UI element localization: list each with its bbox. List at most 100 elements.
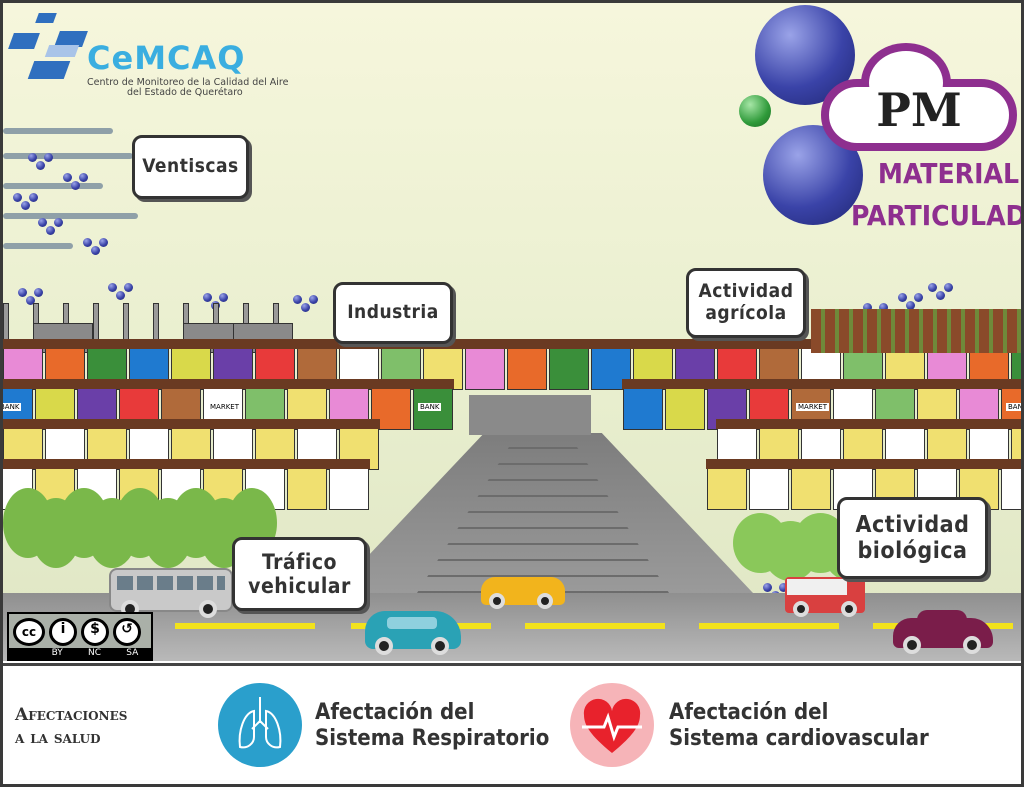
particle-icon xyxy=(26,296,35,305)
logo-subtitle-1: Centro de Monitoreo de la Calidad del Ai… xyxy=(87,77,289,88)
particle-icon xyxy=(763,583,772,592)
chimney xyxy=(3,303,9,343)
label-biologica-line2: biológica xyxy=(857,538,968,564)
heart-icon xyxy=(570,683,654,767)
particle-icon xyxy=(914,293,923,302)
store-sign: MARKET xyxy=(796,403,829,411)
particle-icon xyxy=(936,291,945,300)
house-icon xyxy=(706,459,748,510)
particle-icon xyxy=(63,173,72,182)
particle-icon xyxy=(219,293,228,302)
particle-icon xyxy=(21,201,30,210)
logo-subtitle-2: del Estado de Querétaro xyxy=(127,87,243,98)
car-blue-icon xyxy=(365,611,461,655)
particle-icon xyxy=(898,293,907,302)
lane-marking xyxy=(699,623,839,629)
particle-icon xyxy=(36,161,45,170)
logo-squares-icon xyxy=(7,9,88,89)
cc-license-badge: cc i $ ↺ BY NC SA xyxy=(7,612,153,661)
label-industria: Industria xyxy=(333,282,453,344)
cardio-line1: Afectación del xyxy=(669,700,829,725)
cemcaq-logo: CeMCAQ Centro de Monitoreo de la Calidad… xyxy=(7,9,288,98)
particle-icon xyxy=(13,193,22,202)
house-icon xyxy=(1000,459,1021,510)
store-sign: BANK xyxy=(1006,403,1021,411)
particle-icon xyxy=(879,303,888,312)
particle-icon xyxy=(54,218,63,227)
city-scene: CeMCAQ Centro de Monitoreo de la Calidad… xyxy=(3,3,1021,661)
lungs-icon xyxy=(218,683,302,767)
particle-icon xyxy=(34,288,43,297)
house-icon xyxy=(790,459,832,510)
taxi-icon xyxy=(481,577,565,609)
sharealike-icon: ↺ xyxy=(113,618,141,646)
pm-title: MATERIAL PARTICULADO xyxy=(851,153,1021,237)
particle-icon xyxy=(928,283,937,292)
attribution-icon: i xyxy=(49,618,77,646)
agricultural-field xyxy=(811,309,1021,353)
health-heading: Afectaciones a la salud xyxy=(15,704,127,750)
particle-sphere-small xyxy=(739,95,771,127)
lane-marking xyxy=(175,623,315,629)
license-by: BY xyxy=(51,648,63,658)
house-icon xyxy=(548,339,590,390)
label-agricola-line2: agrícola xyxy=(705,302,787,324)
store-sign: MARKET xyxy=(208,403,241,411)
house-icon xyxy=(286,459,328,510)
particle-icon xyxy=(99,238,108,247)
label-trafico-line1: Tráfico xyxy=(261,549,337,574)
particle-icon xyxy=(83,238,92,247)
license-sa: SA xyxy=(126,648,139,658)
chimney xyxy=(93,303,99,343)
respiratory-effect: Afectación del Sistema Respiratorio xyxy=(315,700,549,753)
noncommercial-icon: $ xyxy=(81,618,109,646)
store-sign: BANK xyxy=(418,403,442,411)
label-ventiscas-text: Ventiscas xyxy=(142,155,239,178)
label-ventiscas: Ventiscas xyxy=(132,135,249,199)
house-icon: BANK xyxy=(412,379,454,430)
license-nc: NC xyxy=(88,648,102,658)
label-biologica-line1: Actividad xyxy=(855,511,970,538)
cardio-line2: Sistema cardiovascular xyxy=(669,726,929,752)
logo-name: CeMCAQ xyxy=(87,39,246,77)
particle-icon xyxy=(309,295,318,304)
lane-marking xyxy=(525,623,665,629)
van-icon xyxy=(785,577,865,617)
store-sign: BANK xyxy=(3,403,22,411)
particle-icon xyxy=(779,583,788,592)
cc-icon: cc xyxy=(13,618,45,646)
bus-icon xyxy=(109,568,233,618)
particle-icon xyxy=(863,303,872,312)
particle-icon xyxy=(28,153,37,162)
particle-icon xyxy=(116,291,125,300)
particle-icon xyxy=(203,293,212,302)
particle-icon xyxy=(906,301,915,310)
pyramid-top xyxy=(469,395,591,435)
house-icon xyxy=(622,379,664,430)
particle-icon xyxy=(29,193,38,202)
house-icon xyxy=(464,339,506,390)
chimney xyxy=(153,303,159,343)
cardiovascular-effect: Afectación del Sistema cardiovascular xyxy=(669,700,929,753)
particle-icon xyxy=(44,153,53,162)
label-trafico-line2: vehicular xyxy=(248,574,351,598)
respiratory-line1: Afectación del xyxy=(315,700,475,725)
particle-icon xyxy=(71,181,80,190)
house-icon xyxy=(664,379,706,430)
pm-badge: PM xyxy=(876,83,962,137)
house-icon xyxy=(758,339,800,390)
particle-icon xyxy=(108,283,117,292)
chimney xyxy=(123,303,129,343)
house-icon xyxy=(328,459,370,510)
pm-cloud-icon: PM xyxy=(821,39,1017,151)
label-agricola-line1: Actividad xyxy=(698,280,794,303)
pm-title-line2: PARTICULADO xyxy=(851,199,1021,232)
car-maroon-icon xyxy=(893,610,993,654)
health-effects-panel: Afectaciones a la salud Afectación del S… xyxy=(3,663,1021,784)
particle-icon xyxy=(46,226,55,235)
particle-icon xyxy=(301,303,310,312)
health-heading-line1: Afectaciones xyxy=(15,705,128,725)
